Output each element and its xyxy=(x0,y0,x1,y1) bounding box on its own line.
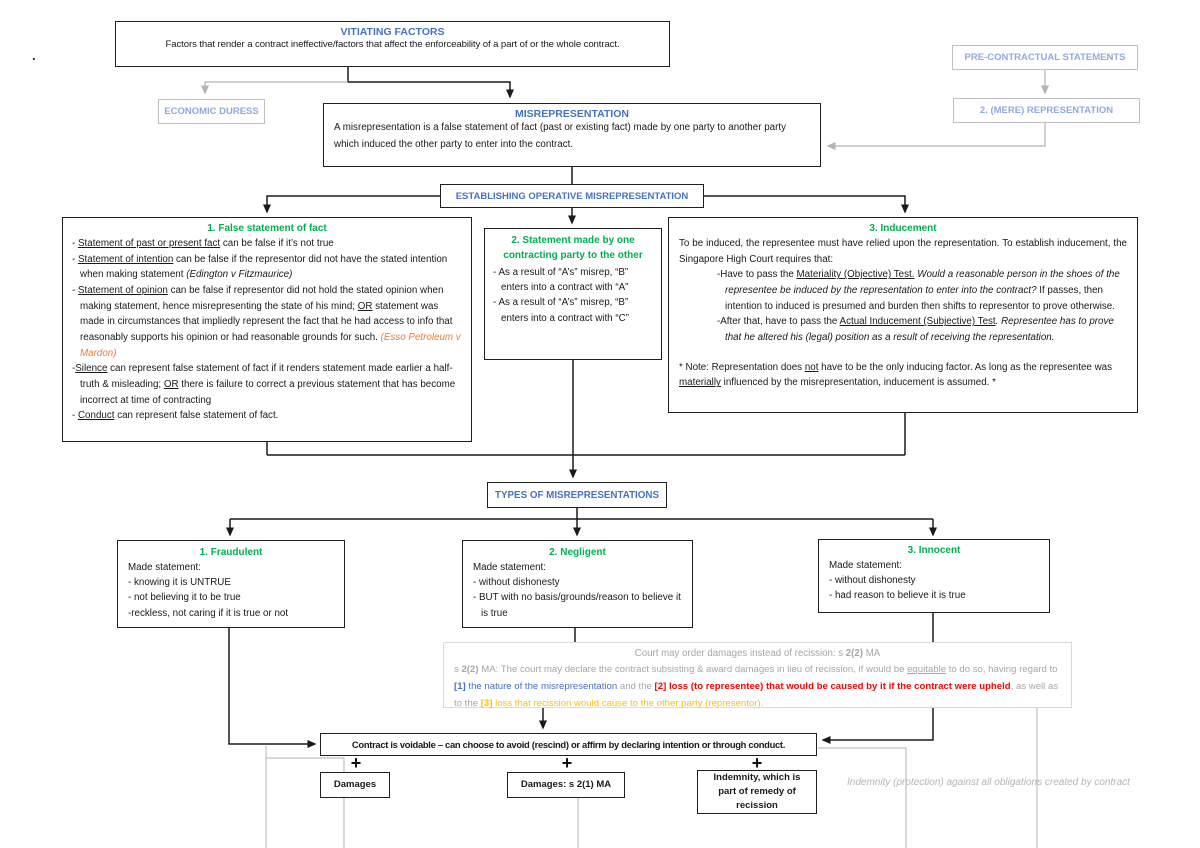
bullet-line: -Have to pass the Materiality (Objective… xyxy=(717,269,1120,312)
bullet-line: - Statement of opinion can be false if r… xyxy=(72,285,461,359)
damages-s21-box: Damages: s 2(1) MA xyxy=(507,772,625,798)
negligent-box: 2. Negligent Made statement: - without d… xyxy=(462,540,693,628)
damages-in-lieu-body: s 2(2) MA: The court may declare the con… xyxy=(454,664,1059,710)
damages-in-lieu-box: Court may order damages instead of recis… xyxy=(443,642,1072,709)
establishing-box: ESTABLISHING OPERATIVE MISREPRESENTATION xyxy=(440,184,704,208)
vitiating-body: Factors that render a contract ineffecti… xyxy=(165,39,620,50)
stray-mark: . xyxy=(32,48,36,63)
false-statement-box: 1. False statement of fact - Statement o… xyxy=(62,217,472,442)
false-statement-title: 1. False statement of fact xyxy=(207,223,327,234)
voidable-box: Contract is voidable – can choose to avo… xyxy=(320,733,817,756)
negligent-title: 2. Negligent xyxy=(549,547,606,558)
arrow-to-inducement xyxy=(704,195,909,214)
types-box: TYPES OF MISREPRESENTATIONS xyxy=(487,482,667,508)
statement-party-box: 2. Statement made by one contracting par… xyxy=(484,228,662,360)
fraudulent-title: 1. Fraudulent xyxy=(199,547,263,558)
bullet-line: - without dishonesty xyxy=(473,577,560,589)
bullet-line: - knowing it is UNTRUE xyxy=(128,577,231,589)
bullet-line: - Conduct can represent false statement … xyxy=(72,410,279,422)
indemnity-annotation: Indemnity (protection) against all oblig… xyxy=(847,777,1130,788)
vitiating-title: VITIATING FACTORS xyxy=(340,26,445,38)
arrow-mere-rep-to-misrep xyxy=(826,123,1046,150)
misrepresentation-title: MISREPRESENTATION xyxy=(515,108,629,120)
bullet-line: - had reason to believe it is true xyxy=(829,590,966,602)
bullet-line: -reckless, not caring if it is true or n… xyxy=(128,607,289,619)
gray-connectors xyxy=(201,70,1049,150)
plus-sign: + xyxy=(561,753,573,773)
damages-box: Damages xyxy=(320,772,390,798)
fraudulent-box: 1. Fraudulent Made statement: - knowing … xyxy=(117,540,345,628)
inducement-note: * Note: Representation does not have to … xyxy=(679,361,1112,389)
bullet-line: - without dishonesty xyxy=(829,575,916,587)
bullet-line: - As a result of “A’s” misrep, “B” enter… xyxy=(493,267,629,294)
bullet-line: -After that, have to pass the Actual Ind… xyxy=(717,316,1114,344)
bullet-line: - not believing it to be true xyxy=(128,592,241,604)
innocent-title: 3. Innocent xyxy=(907,545,961,556)
bullet-line: - BUT with no basis/grounds/reason to be… xyxy=(473,592,681,619)
plus-sign: + xyxy=(350,753,362,773)
arrow-fraudulent-to-voidable xyxy=(228,628,317,748)
vitiating-factors-box: VITIATING FACTORS Factors that render a … xyxy=(115,21,670,67)
innocent-box: 3. Innocent Made statement: - without di… xyxy=(818,539,1050,613)
inducement-title: 3. Inducement xyxy=(869,223,937,234)
bullet-line: Made statement: xyxy=(128,562,201,573)
arrow-to-false-statement xyxy=(263,195,440,214)
economic-duress-box: ECONOMIC DURESS xyxy=(158,99,265,124)
arrow-to-economic-duress xyxy=(201,81,348,95)
misrepresentation-body: A misrepresentation is a false statement… xyxy=(334,122,786,150)
bullet-line: - Statement of intention can be false if… xyxy=(72,253,448,281)
indemnity-box: Indemnity, which is part of remedy of re… xyxy=(697,770,817,814)
establishing-label: ESTABLISHING OPERATIVE MISREPRESENTATION xyxy=(455,190,689,202)
bullet-line: - Statement of past or present fact can … xyxy=(72,238,334,249)
damages-in-lieu-title: Court may order damages instead of recis… xyxy=(634,648,881,659)
plus-sign: + xyxy=(751,753,763,773)
inducement-box: 3. Inducement To be induced, the represe… xyxy=(668,217,1138,413)
bullet-line: Made statement: xyxy=(829,560,902,571)
mere-representation-box: 2. (MERE) REPRESENTATION xyxy=(953,98,1140,123)
types-label: TYPES OF MISREPRESENTATIONS xyxy=(494,489,660,501)
pre-contractual-statements-box: PRE-CONTRACTUAL STATEMENTS xyxy=(952,45,1138,70)
arrow-to-misrepresentation xyxy=(348,81,514,99)
inducement-intro: To be induced, the representee must have… xyxy=(679,238,1127,265)
cutoff-lines xyxy=(265,708,1038,848)
bullet-line: -Silence can represent false statement o… xyxy=(72,363,456,406)
misrepresentation-box: MISREPRESENTATION A misrepresentation is… xyxy=(323,103,821,167)
statement-party-title: 2. Statement made by one contracting par… xyxy=(503,235,643,261)
bullet-line: - As a result of “A’s” misrep, “B” enter… xyxy=(493,297,629,324)
bullet-line: Made statement: xyxy=(473,562,546,573)
